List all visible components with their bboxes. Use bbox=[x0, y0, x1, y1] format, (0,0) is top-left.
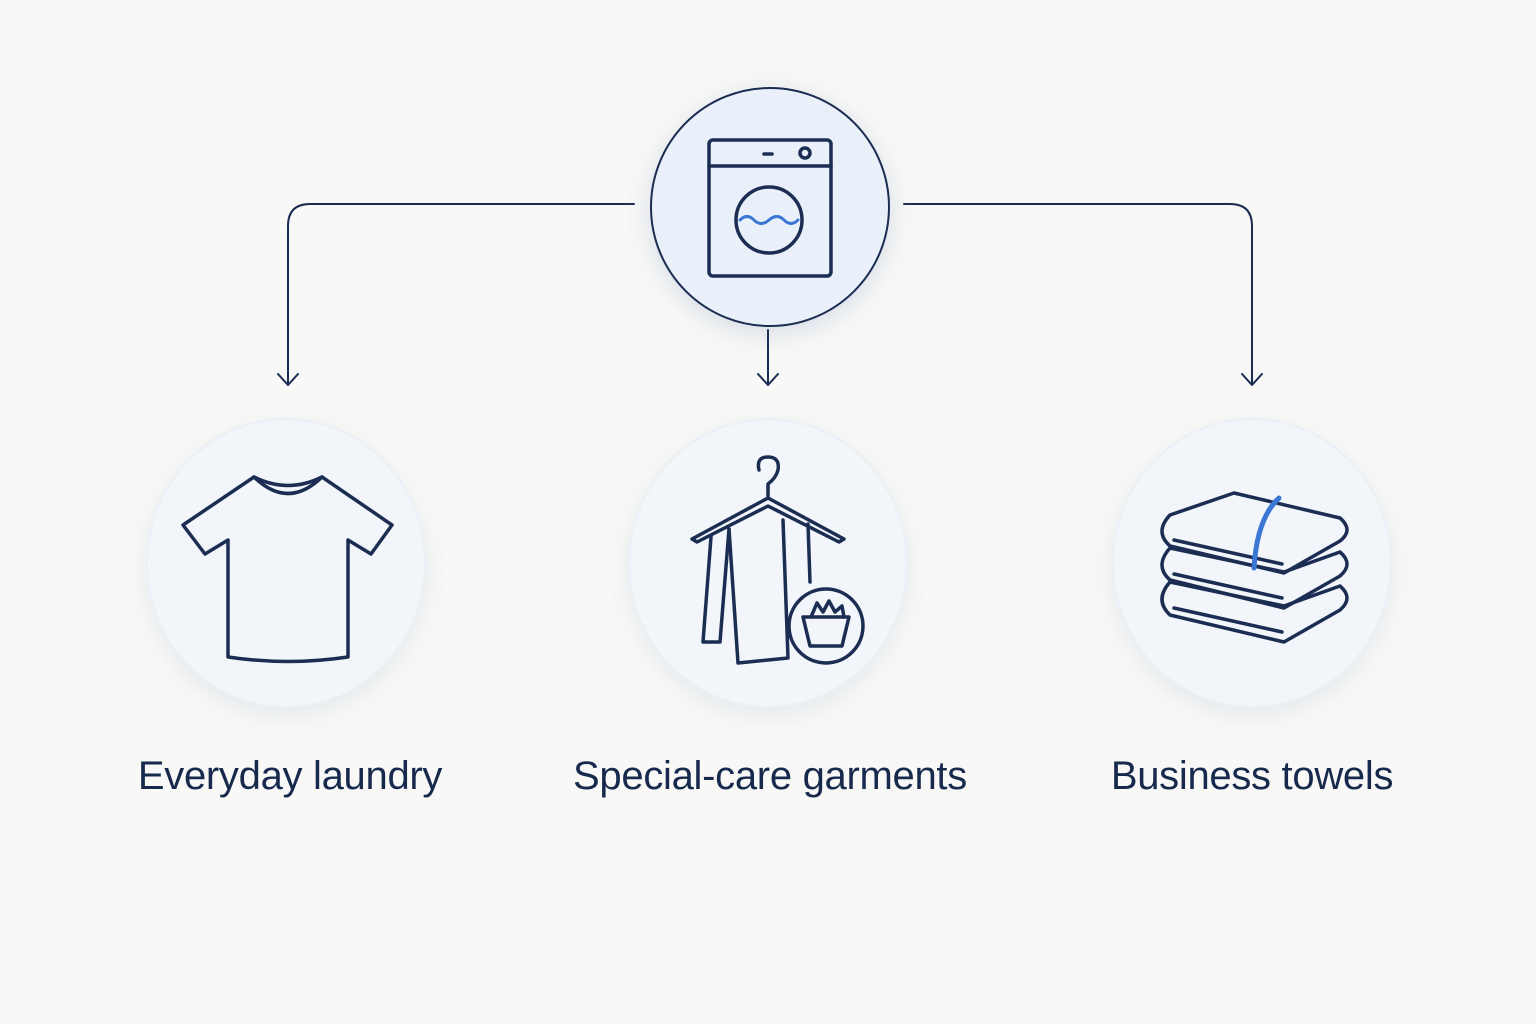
t-shirt-icon bbox=[181, 475, 394, 664]
category-label-everyday: Everyday laundry bbox=[137, 754, 443, 798]
arrowhead-everyday bbox=[277, 373, 299, 386]
washing-machine-icon bbox=[707, 138, 833, 278]
arrowhead-towels bbox=[1241, 373, 1263, 386]
connector-to-everyday bbox=[287, 203, 635, 385]
hub-node bbox=[650, 87, 890, 327]
hanger-handwash-icon bbox=[690, 455, 865, 665]
connector-to-towels bbox=[903, 203, 1253, 385]
category-node-business-towels bbox=[1112, 418, 1392, 708]
arrowhead-special bbox=[757, 373, 779, 386]
category-label-business-towels: Business towels bbox=[1110, 754, 1394, 798]
category-node-everyday bbox=[146, 418, 426, 708]
folded-towels-icon bbox=[1160, 491, 1349, 644]
category-label-special-care: Special-care garments bbox=[573, 754, 967, 798]
category-node-special-care bbox=[628, 418, 908, 708]
